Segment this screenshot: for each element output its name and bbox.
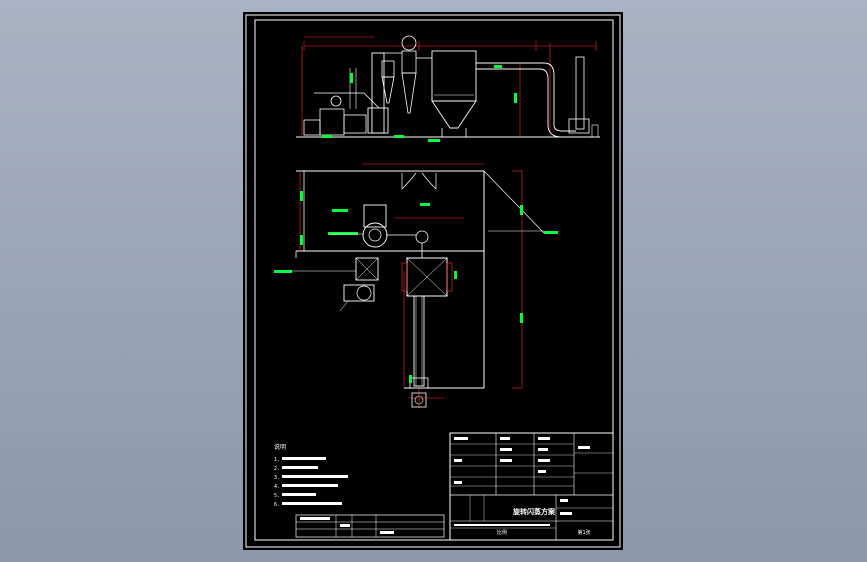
annotation-marker xyxy=(520,205,523,215)
cross-line xyxy=(355,257,379,281)
plan-view xyxy=(274,163,558,408)
cyclone-plan xyxy=(355,257,379,281)
annotation-marker xyxy=(420,203,430,206)
annotation-marker xyxy=(328,232,358,235)
dryer-plan xyxy=(363,204,387,228)
note-text xyxy=(282,484,338,487)
note-6-number: 6. xyxy=(274,502,280,508)
annotation-marker xyxy=(514,93,517,103)
flange xyxy=(401,262,408,292)
fan-motor xyxy=(591,124,599,138)
drawing-sheet: 说明 1. 2. 3. 4. 5. 6. xyxy=(244,13,622,549)
note-text xyxy=(282,457,326,460)
annotation-marker xyxy=(322,135,332,138)
note-3-number: 3. xyxy=(274,475,280,481)
note-2-number: 2. xyxy=(274,466,280,472)
annotation-marker xyxy=(544,231,558,234)
fan-circle xyxy=(330,95,342,107)
exhaust-duct-inner xyxy=(476,68,576,138)
exhaust-duct xyxy=(476,62,576,132)
annotation-marker xyxy=(494,65,502,68)
inner-frame xyxy=(254,19,614,541)
annotation-marker xyxy=(300,235,303,245)
annotation-marker xyxy=(274,270,292,273)
blower-circle xyxy=(356,285,372,301)
duct-line xyxy=(363,92,380,109)
bag-filter-hopper xyxy=(431,100,477,129)
cross-line xyxy=(406,257,448,297)
fan-plan xyxy=(409,377,429,389)
leader-line xyxy=(339,300,349,312)
chimney-plan xyxy=(411,392,427,408)
note-4-number: 4. xyxy=(274,484,280,490)
note-5-number: 5. xyxy=(274,493,280,499)
cad-drawing: 说明 1. 2. 3. 4. 5. 6. xyxy=(245,14,621,548)
note-text xyxy=(282,502,342,505)
cyclone-1-cone xyxy=(381,76,395,104)
exhaust-duct-plan xyxy=(413,295,425,387)
note-text xyxy=(282,466,318,469)
annotation-marker xyxy=(332,209,348,212)
dryer-core xyxy=(368,228,382,242)
notes-heading: 说明 xyxy=(274,443,286,451)
feeder-unit xyxy=(303,119,321,136)
annotation-marker xyxy=(394,135,404,138)
heater-box xyxy=(319,108,345,136)
duct-elbow-plan xyxy=(415,230,429,244)
annotation-marker xyxy=(454,271,457,279)
bag-filter-body xyxy=(431,50,477,102)
title-block-sheet: 第1张 xyxy=(577,529,590,536)
note-text xyxy=(282,493,316,496)
flange xyxy=(446,262,453,292)
drying-chamber-base xyxy=(367,107,389,134)
annotation-marker xyxy=(428,139,440,142)
annotation-marker xyxy=(300,191,303,201)
blower-box xyxy=(343,114,367,134)
annotation-marker xyxy=(520,313,523,323)
notes-block: 说明 1. 2. 3. 4. 5. 6. xyxy=(274,443,348,508)
outer-frame xyxy=(245,14,621,548)
title-block: 旋转闪蒸方案 第1张 比例 xyxy=(449,432,614,541)
cyclone-2-top xyxy=(401,50,417,74)
revision-strip xyxy=(295,514,445,538)
blower-plan xyxy=(343,284,375,302)
chimney-circle xyxy=(414,395,424,405)
cyclone-inlet xyxy=(401,35,417,51)
note-1-number: 1. xyxy=(274,457,280,463)
cyclone-2-cone xyxy=(401,72,417,114)
annotation-marker xyxy=(350,73,353,83)
door-arc-left xyxy=(401,172,417,190)
title-block-scale: 比例 xyxy=(497,529,507,536)
drawing-title: 旋转闪蒸方案 xyxy=(512,507,556,516)
chimney xyxy=(575,56,585,130)
door-arc-right xyxy=(421,172,437,190)
induced-draft-fan xyxy=(568,118,590,134)
note-text xyxy=(282,475,348,478)
annotation-marker xyxy=(409,375,412,383)
leader-line xyxy=(483,170,545,234)
elevation-view xyxy=(296,35,600,142)
